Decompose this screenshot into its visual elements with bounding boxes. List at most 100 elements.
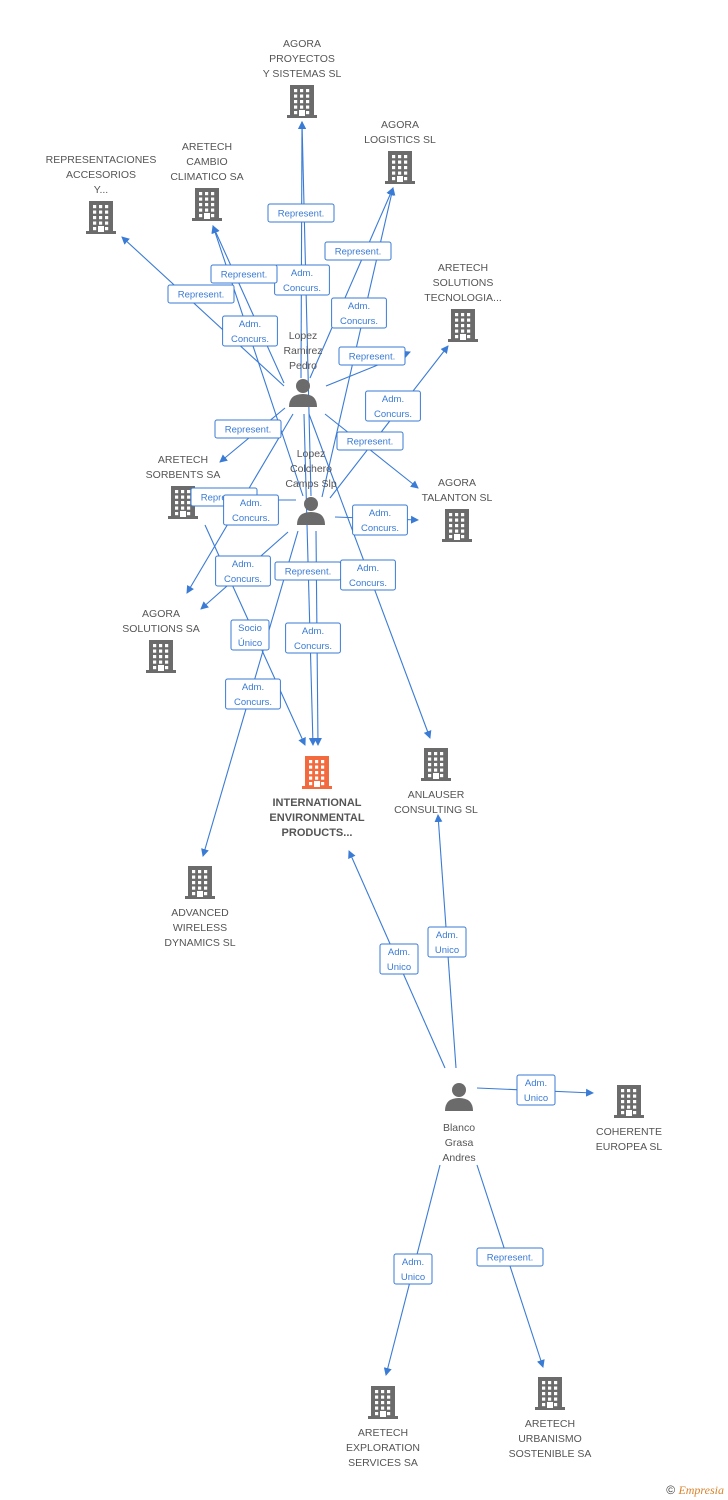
edge-label-box[interactable]: Represent. [324,241,392,261]
edge-label-box[interactable]: Represent. [267,203,335,223]
edge-label-frame [340,559,396,591]
node-label-line: Camps Slp [285,478,337,490]
node-label-line: ENVIRONMENTAL [269,812,364,824]
edge-label-text: Unico [435,945,459,956]
edge-label-text: Adm. [402,1257,424,1268]
node-label-line: Pedro [289,360,317,372]
edge-label-box[interactable]: Adm.Concurs. [352,504,408,536]
node-label-line: CLIMATICO SA [170,171,243,183]
footer-credit: © Empresia [666,1483,724,1498]
building-icon [185,866,215,899]
edge-label-box[interactable]: Adm. Unico [427,926,467,958]
edge-label-box[interactable]: Represent. [274,561,342,581]
node-label-line: ADVANCED [171,907,229,919]
edge-label-box[interactable]: Represent. [167,284,235,304]
edge-label-text: Represent. [487,1253,533,1264]
edge-label-box[interactable]: Adm. Unico [393,1253,433,1285]
edge-label-text: Unico [401,1272,425,1283]
edge-label-text: Adm. [232,559,254,570]
edge-label-frame [225,678,281,710]
edge-label-text: Concurs. [232,513,270,524]
edge-label-box[interactable]: Adm.Concurs. [365,390,421,422]
edge-label-frame [210,264,278,284]
building-icon [442,509,472,542]
node-label-line: SORBENTS SA [146,469,221,481]
edge-label-box[interactable]: Adm.Concurs. [285,622,341,654]
edge-label-text: Concurs. [283,283,321,294]
node-label-line: Grasa [445,1137,474,1149]
building-icon [535,1377,565,1410]
edge-label-box[interactable]: Adm. Concurs. [215,555,271,587]
node-label-line: AGORA [283,38,321,50]
edge-label-frame [427,926,467,958]
node-label-line: CONSULTING SL [394,804,478,816]
edge-label-frame [223,494,279,526]
node-label-line: TALANTON SL [422,492,493,504]
node-label-line: Y... [94,184,108,196]
node-label-line: ACCESORIOS [66,169,136,181]
edge-label-box[interactable]: Adm.Concurs. [222,315,278,347]
edge-label-text: Adm. [436,930,458,941]
edge-label-frame [222,315,278,347]
edge-label-box[interactable]: Represent. [338,346,406,366]
node-label-line: LOGISTICS SL [364,134,436,146]
edge-lopez_colchero-to-aretech_solutions [329,345,449,499]
edge-label-box[interactable]: Adm.Unico [379,943,419,975]
node-label-line: WIRELESS [173,922,227,934]
edge-label-text: Represent. [347,437,393,448]
building-icon [146,640,176,673]
edge-label-box[interactable]: Adm.Concurs. [340,559,396,591]
node-international[interactable]: INTERNATIONALENVIRONMENTALPRODUCTS... [269,756,365,839]
node-label-line: Andres [442,1152,475,1164]
node-representaciones[interactable]: REPRESENTACIONESACCESORIOSY... [46,154,157,234]
edge-label-text: Represent. [335,247,381,258]
edge-lopez_ramirez-to-aretech_cambio [212,225,285,384]
edge-label-frame [214,419,282,439]
edge-label-box[interactable]: Adm.Concurs. [225,678,281,710]
node-label-line: Ramirez [283,345,322,357]
edge-label-box[interactable]: Adm.Concurs. [331,297,387,329]
edge-label-text: Concurs. [294,641,332,652]
edge-label-text: Adm. [388,947,410,958]
node-aretech_solutions[interactable]: ARETECHSOLUTIONSTECNOLOGIA... [424,262,502,342]
edge-label-frame [352,504,408,536]
copyright-symbol: © [666,1483,676,1497]
edge-label-frame [331,297,387,329]
edge-label-text: Represent. [278,209,324,220]
edge-label-box[interactable]: Represent. [476,1247,544,1267]
edge-label-box[interactable]: Represent. [336,431,404,451]
node-advanced[interactable]: ADVANCED WIRELESS DYNAMICS SL [164,866,236,949]
edge-label-box[interactable]: Represent. [214,419,282,439]
brand-name[interactable]: Empresia [678,1483,724,1497]
edge-label-box[interactable]: Adm.Concurs. [274,264,330,296]
edge-label-text: Concurs. [234,697,272,708]
edge-label-box[interactable]: Represent. [210,264,278,284]
edge-label-text: Represent. [349,352,395,363]
edge-label-frame [476,1247,544,1267]
edge-label-box[interactable]: Adm.Unico [516,1074,556,1106]
edge-label-text: Adm. [382,394,404,405]
node-label-line: INTERNATIONAL [272,797,361,809]
edge-lopez_colchero-to-agora_logistics [321,187,396,498]
edge-label-text: Socio [238,623,262,634]
node-label-line: DYNAMICS SL [164,937,235,949]
edge-label-frame [379,943,419,975]
edge-label-text: Concurs. [224,574,262,585]
node-label-line: Lopez [289,330,318,342]
edge-label-box[interactable]: Adm.Concurs. [223,494,279,526]
edge-lopez_ramirez-to-agora_logistics [309,187,394,379]
